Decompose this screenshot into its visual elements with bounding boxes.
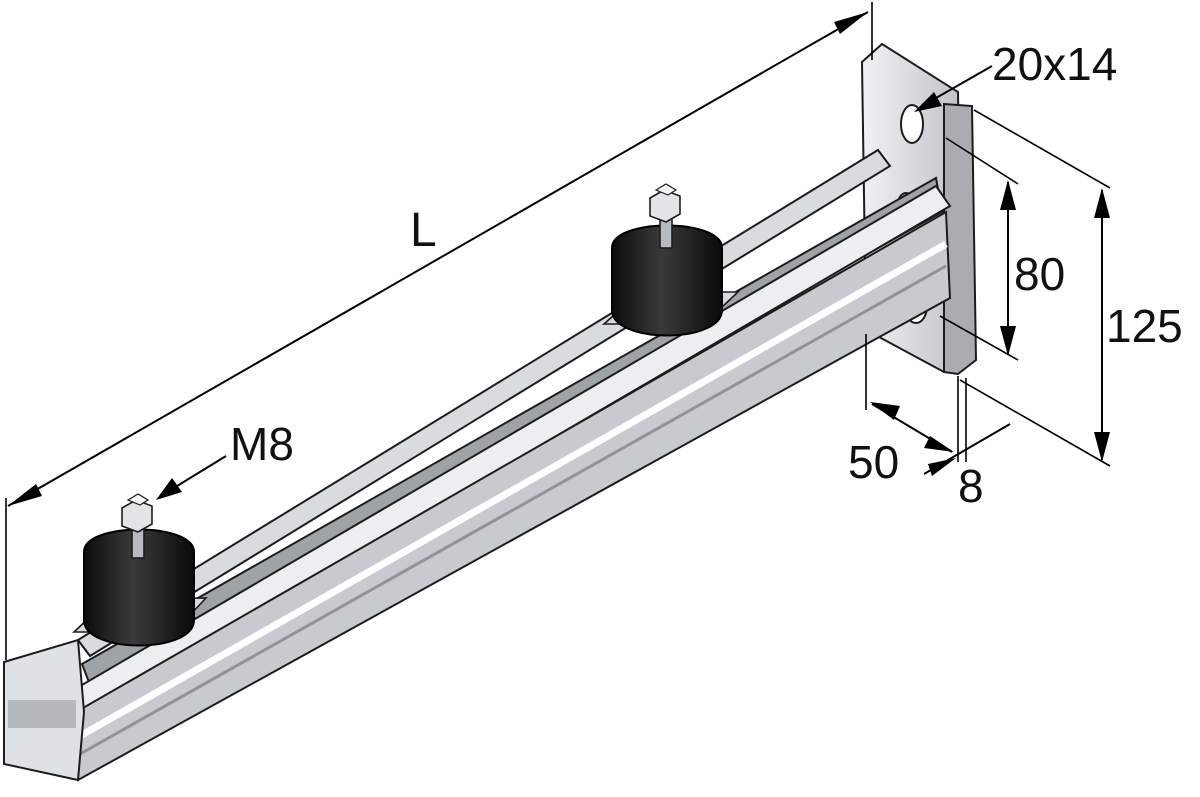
nut-top-front (126, 493, 150, 506)
ext-line-125-top (973, 109, 1111, 189)
arrow-50-left (870, 402, 900, 420)
arrow-slot (914, 92, 942, 112)
channel-ridge-2 (79, 264, 947, 756)
damper-mount-back (601, 183, 741, 337)
channel-front-lip (68, 184, 952, 714)
nut-top-back (654, 183, 678, 196)
label-plate-thickness: 8 (958, 460, 984, 512)
dimension-thread-leader (156, 455, 227, 500)
arrow-80-top (1000, 180, 1016, 210)
arrow-125-top (1094, 188, 1110, 218)
rubber-damper-back (611, 224, 723, 337)
arrow-length-right (834, 12, 868, 34)
ext-line-80-top (945, 137, 1019, 185)
label-hole-spacing: 80 (1014, 248, 1065, 300)
channel-ridge-1 (78, 240, 948, 740)
ext-line-125-bottom (959, 379, 1111, 467)
dimension-plate-width (865, 334, 1011, 476)
channel-front-face (74, 210, 952, 782)
ext-line-80-bottom (939, 315, 1019, 361)
end-cap-band (8, 700, 76, 728)
label-thread: M8 (230, 418, 294, 470)
plate-slot-top (900, 104, 924, 144)
plate-edge (943, 102, 978, 376)
nut-back (649, 189, 681, 223)
label-plate-height: 125 (1106, 300, 1183, 352)
channel-back-lip (76, 148, 892, 658)
dimension-slot-leader (914, 65, 993, 112)
label-length: L (410, 204, 437, 257)
arrow-80-bottom (1000, 326, 1016, 356)
rubber-damper-front (83, 528, 195, 647)
dimension-length (5, 2, 873, 660)
arrow-8-left (928, 458, 956, 476)
arrow-50-right (924, 436, 954, 452)
dimension-hole-spacing (939, 137, 1019, 361)
dimension-plate-height (959, 109, 1111, 467)
arrow-thread (156, 478, 182, 500)
arrow-125-bottom (1094, 432, 1110, 462)
label-slot: 20x14 (992, 38, 1117, 90)
label-plate-width: 50 (848, 436, 899, 488)
arrow-length-left (8, 484, 42, 506)
damper-mount-front (71, 493, 208, 647)
channel-rail (3, 148, 952, 782)
nut-front (121, 499, 153, 533)
dim-line-length (7, 11, 869, 507)
